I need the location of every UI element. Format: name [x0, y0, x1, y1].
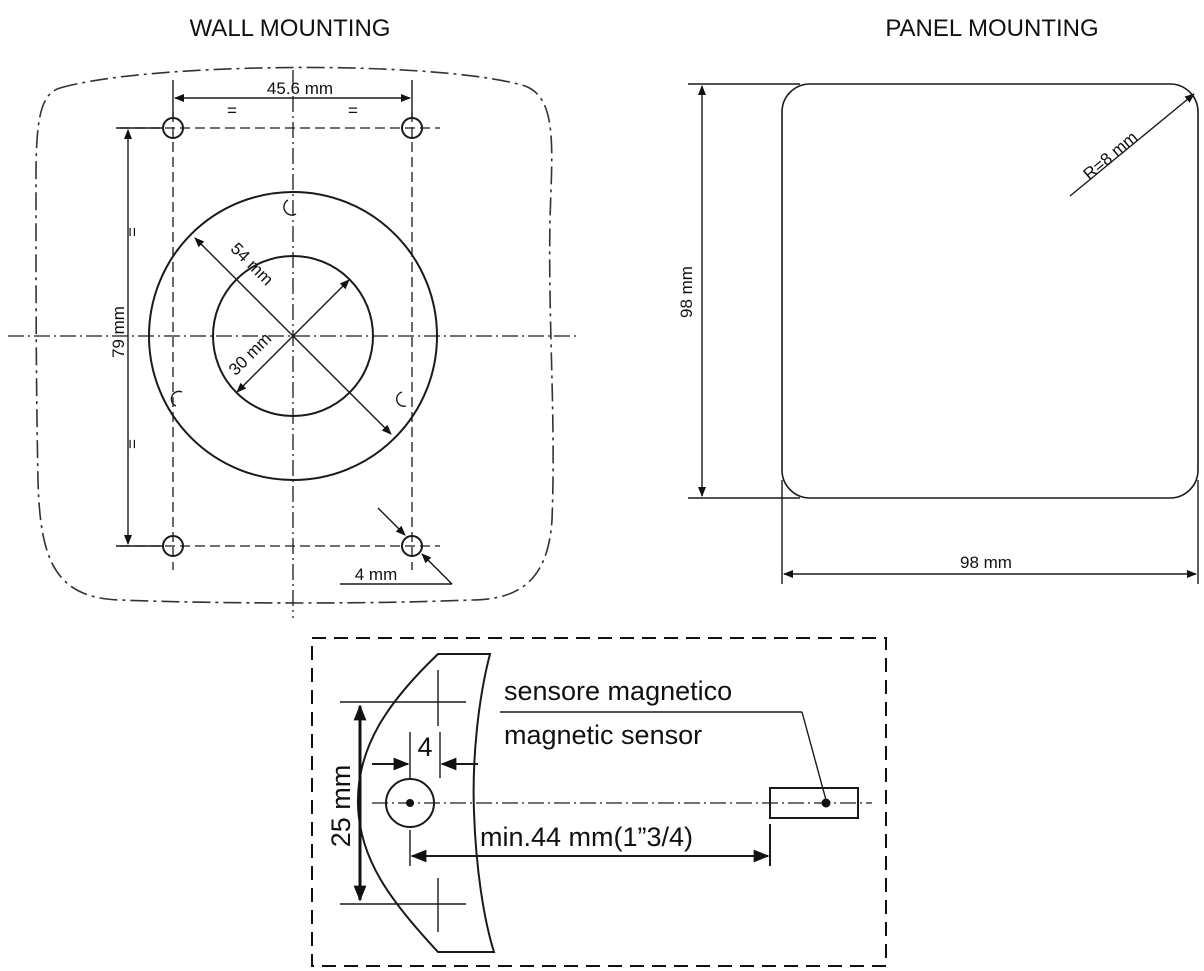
- offset-label: 4: [417, 732, 432, 762]
- panel-radius-label: R=8 mm: [1080, 128, 1142, 184]
- equal-mark-left-top: =: [123, 227, 142, 237]
- mounting-hole-bottom-right: [401, 535, 423, 557]
- magnet-hole: [385, 778, 435, 828]
- ring-clip-left: [170, 390, 183, 407]
- magnetic-sensor-dot: [821, 798, 831, 808]
- sensor-label-it: sensore magnetico: [504, 676, 732, 706]
- hole-dim-arrow-in: [377, 507, 406, 536]
- outer-ring: [148, 191, 438, 481]
- sensor-detail-view: sensore magnetico magnetic sensor 25 mm …: [311, 637, 887, 967]
- equal-mark-left-bottom: =: [123, 439, 142, 449]
- magnet-center-dot: [406, 799, 414, 807]
- inner-diameter-line: [236, 279, 350, 393]
- wall-width-label: 45.6 mm: [267, 79, 333, 98]
- panel-width-label: 98 mm: [960, 553, 1012, 572]
- sensor-height-label: 25 mm: [326, 765, 356, 848]
- wall-mounting-view: WALL MOUNTING 45.6 mm = = 7: [8, 15, 578, 618]
- ring-clip-top: [283, 199, 297, 216]
- panel-mounting-view: PANEL MOUNTING R=8 mm 98 mm 98 mm: [677, 15, 1199, 584]
- ring-clip-right: [396, 391, 407, 407]
- panel-cutout: [781, 83, 1199, 499]
- panel-height-label: 98 mm: [677, 266, 696, 318]
- hole-dim-arrow-out: [421, 553, 453, 585]
- sensor-bracket: [356, 653, 496, 953]
- wall-mounting-title: WALL MOUNTING: [190, 15, 391, 42]
- sensor-detail-frame: [311, 637, 887, 967]
- panel-radius-line: [1069, 93, 1195, 197]
- panel-mounting-title: PANEL MOUNTING: [885, 15, 1098, 42]
- equal-mark-top-right: =: [348, 101, 358, 120]
- wall-height-label: 79 mm: [109, 306, 128, 358]
- hole-size-label: 4 mm: [355, 565, 398, 584]
- sensor-label-en: magnetic sensor: [504, 720, 702, 750]
- distance-label: min.44 mm(1”3/4): [480, 822, 693, 852]
- equal-mark-top-left: =: [227, 101, 237, 120]
- sensor-label-leader: [801, 711, 827, 801]
- wall-device-outline: [35, 66, 554, 604]
- magnetic-sensor-body: [769, 787, 859, 819]
